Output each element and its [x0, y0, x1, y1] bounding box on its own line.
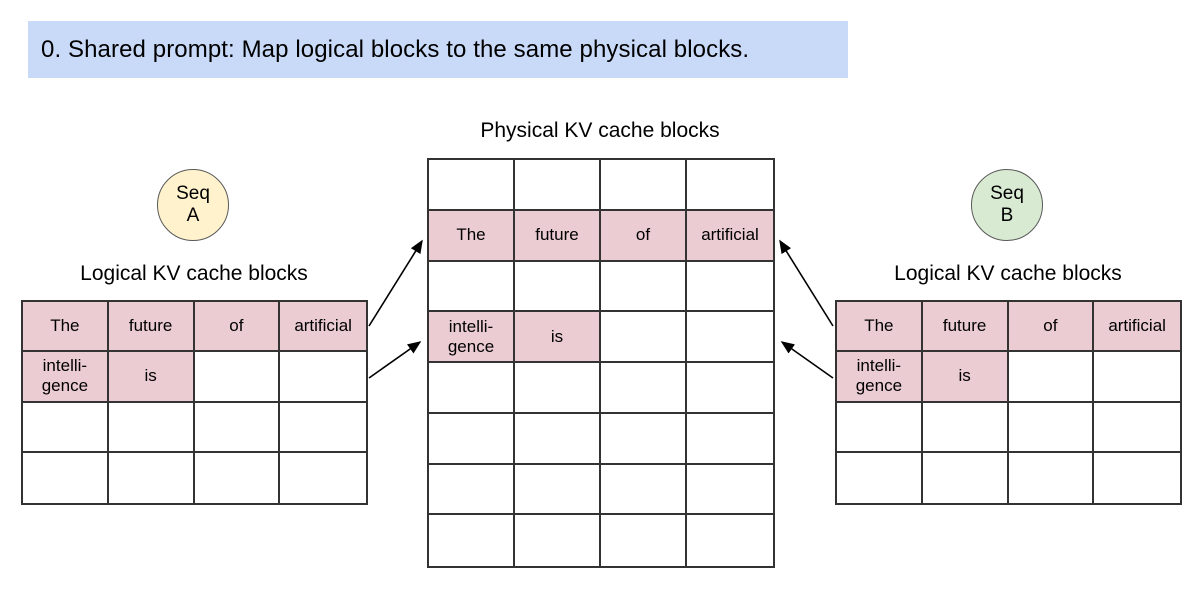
kv-block-cell [429, 363, 515, 414]
kv-block-cell [515, 261, 601, 313]
kv-block-cell [109, 452, 195, 503]
kv-block-cell: artificial [1094, 302, 1180, 353]
kv-block-cell [1094, 403, 1180, 453]
kv-block-cell [837, 402, 923, 453]
kv-block-cell [601, 464, 687, 516]
kv-block-cell: The [837, 302, 923, 353]
kv-block-cell [1094, 352, 1180, 403]
kv-block-cell [280, 453, 366, 503]
kv-block-cell: future [922, 302, 1009, 353]
kv-block-cell [687, 160, 773, 211]
kv-block-cell [195, 452, 281, 503]
kv-block-cell [515, 160, 601, 211]
kv-block-cell [601, 363, 687, 414]
kv-block-cell [515, 413, 601, 465]
kv-block-cell [601, 515, 687, 566]
kv-block-cell: The [23, 302, 109, 353]
kv-block-cell [194, 402, 281, 453]
kv-block-cell [601, 160, 687, 211]
kv-block-cell [515, 464, 601, 516]
arrow-seq-b-block0-to-physical [779, 239, 834, 327]
kv-block-cell [687, 515, 773, 566]
kv-block-cell [280, 403, 366, 453]
kv-block-cell [23, 402, 109, 453]
shared-prompt-text: 0. Shared prompt: Map logical blocks to … [41, 35, 750, 63]
kv-block-cell [601, 261, 687, 313]
seq-b-badge: Seq B [971, 169, 1043, 241]
kv-block-cell [601, 413, 687, 465]
kv-block-cell [429, 464, 515, 516]
kv-block-cell [1008, 352, 1095, 403]
physical-blocks-title: Physical KV cache blocks [480, 119, 720, 142]
kv-block-cell: is [515, 312, 601, 363]
kv-block-cell: intelli- gence [837, 352, 923, 403]
kv-block-cell [515, 363, 601, 414]
kv-block-cell: The [429, 210, 515, 262]
kv-block-cell [922, 402, 1009, 453]
logical-blocks-title-b: Logical KV cache blocks [894, 262, 1122, 285]
kv-block-cell: of [1008, 302, 1095, 353]
kv-block-cell: of [601, 210, 687, 262]
kv-block-cell [1094, 453, 1180, 503]
kv-block-cell [1008, 402, 1095, 453]
kv-block-cell [108, 402, 195, 453]
kv-block-cell: is [108, 352, 195, 403]
kv-block-cell [923, 452, 1009, 503]
kv-block-cell [687, 465, 773, 516]
kv-block-cell: future [515, 210, 601, 262]
kv-block-cell: future [108, 302, 195, 353]
kv-block-cell: intelli- gence [429, 312, 515, 363]
kv-block-cell [687, 262, 773, 313]
kv-block-cell [194, 352, 281, 403]
kv-block-cell [23, 452, 109, 503]
logical-blocks-title-a: Logical KV cache blocks [80, 262, 308, 285]
arrow-seq-a-block1-to-physical [368, 341, 422, 379]
kv-block-cell: artificial [280, 302, 366, 353]
kv-block-cell [837, 452, 923, 503]
kv-block-cell [429, 413, 515, 465]
arrow-seq-a-block0-to-physical [368, 239, 423, 327]
kv-block-cell: of [194, 302, 281, 353]
kv-block-cell [429, 515, 515, 566]
kv-block-cell: intelli- gence [23, 352, 109, 403]
kv-block-cell [687, 414, 773, 465]
kv-block-cell [687, 363, 773, 414]
kv-block-cell: artificial [687, 210, 773, 262]
arrow-seq-b-block1-to-physical [780, 341, 834, 379]
shared-prompt-banner: 0. Shared prompt: Map logical blocks to … [28, 21, 848, 78]
kv-block-cell [280, 352, 366, 403]
kv-block-cell [429, 261, 515, 313]
kv-block-cell [601, 312, 687, 363]
kv-block-cell [1009, 452, 1095, 503]
kv-block-cell [429, 160, 515, 211]
kv-block-cell [687, 312, 773, 363]
kv-block-cell: is [922, 352, 1009, 403]
kv-block-cell [515, 515, 601, 566]
seq-a-badge: Seq A [157, 169, 229, 241]
